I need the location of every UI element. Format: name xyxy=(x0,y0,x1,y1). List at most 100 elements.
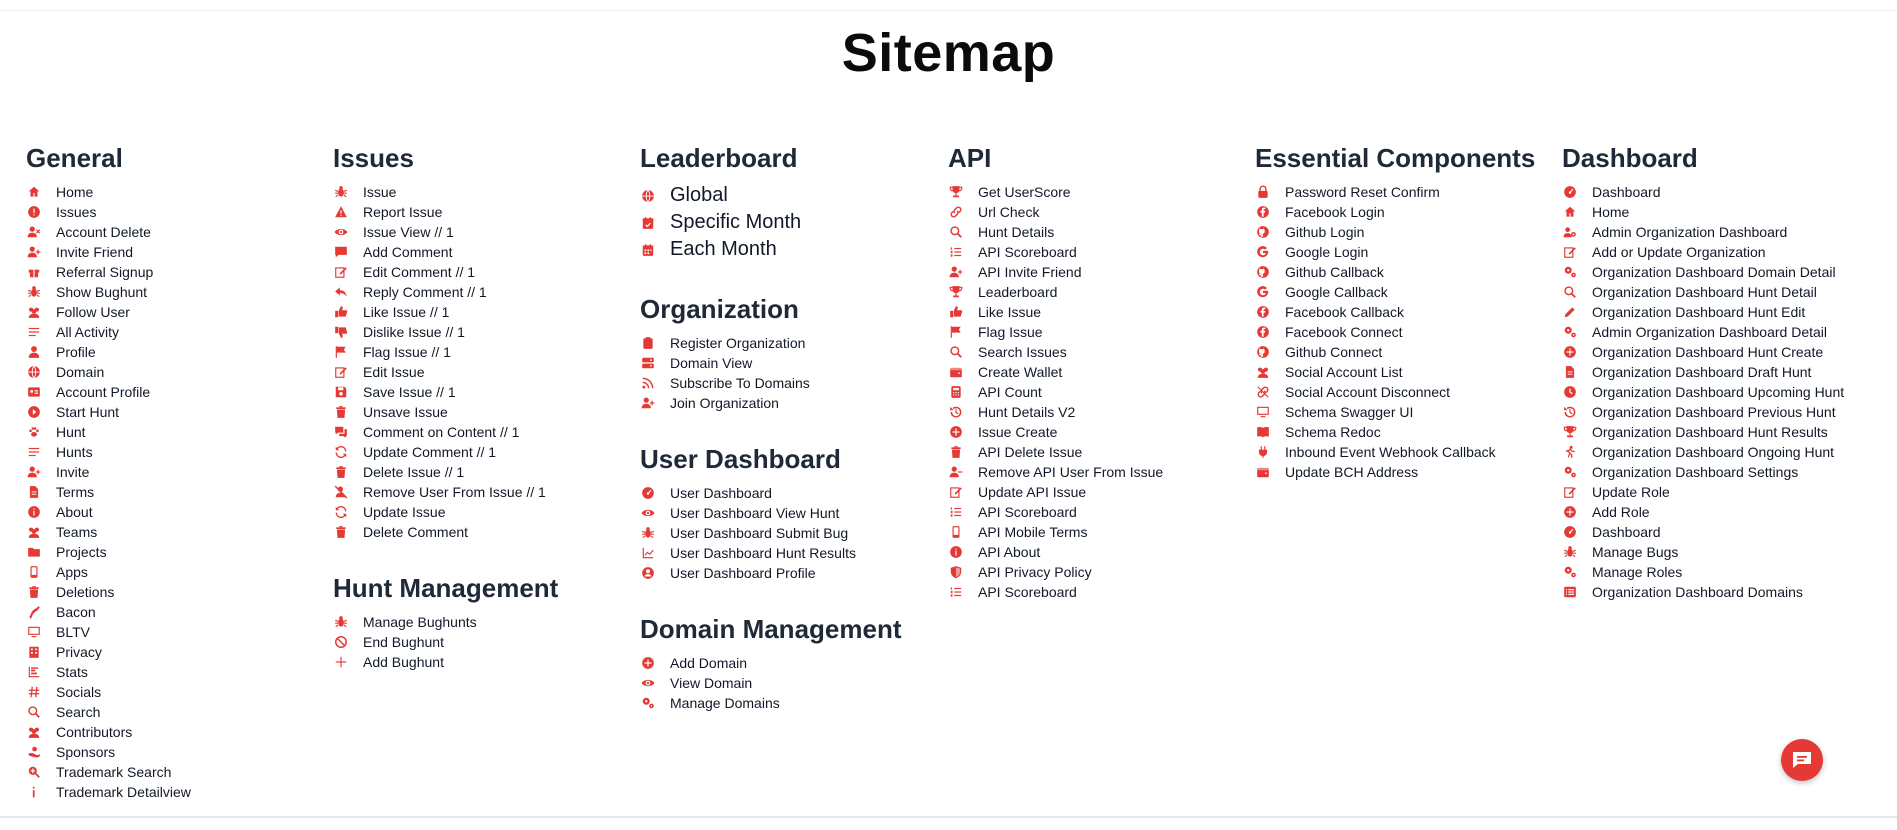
sitemap-link[interactable]: Teams xyxy=(26,522,326,542)
sitemap-link-label[interactable]: Get UserScore xyxy=(978,184,1071,200)
sitemap-link-label[interactable]: Add or Update Organization xyxy=(1592,244,1766,260)
sitemap-link-label[interactable]: Add Comment xyxy=(363,244,453,260)
sitemap-link-label[interactable]: Issue xyxy=(363,184,397,200)
sitemap-link-label[interactable]: Report Issue xyxy=(363,204,443,220)
sitemap-link-label[interactable]: Admin Organization Dashboard xyxy=(1592,224,1788,240)
sitemap-link[interactable]: Add Comment xyxy=(333,242,633,262)
sitemap-link[interactable]: Facebook Callback xyxy=(1255,302,1555,322)
sitemap-link-label[interactable]: Save Issue // 1 xyxy=(363,384,456,400)
sitemap-link-label[interactable]: Update Issue xyxy=(363,504,446,520)
sitemap-link-label[interactable]: Github Login xyxy=(1285,224,1365,240)
sitemap-link-label[interactable]: API Mobile Terms xyxy=(978,524,1088,540)
sitemap-link[interactable]: Add Role xyxy=(1562,502,1862,522)
sitemap-link-label[interactable]: User Dashboard Hunt Results xyxy=(670,545,856,561)
sitemap-link[interactable]: Flag Issue // 1 xyxy=(333,342,633,362)
sitemap-link-label[interactable]: Invite xyxy=(56,464,90,480)
sitemap-link-label[interactable]: Organization Dashboard Settings xyxy=(1592,464,1799,480)
sitemap-link[interactable]: Google Login xyxy=(1255,242,1555,262)
sitemap-link-label[interactable]: Comment on Content // 1 xyxy=(363,424,520,440)
sitemap-link[interactable]: Reply Comment // 1 xyxy=(333,282,633,302)
sitemap-link[interactable]: Profile xyxy=(26,342,326,362)
sitemap-link-label[interactable]: API Scoreboard xyxy=(978,584,1077,600)
sitemap-link[interactable]: User Dashboard xyxy=(640,483,940,503)
sitemap-link[interactable]: Manage Roles xyxy=(1562,562,1862,582)
sitemap-link[interactable]: API Count xyxy=(948,382,1248,402)
sitemap-link-label[interactable]: Manage Roles xyxy=(1592,564,1683,580)
sitemap-link[interactable]: Leaderboard xyxy=(948,282,1248,302)
sitemap-link[interactable]: Search Issues xyxy=(948,342,1248,362)
sitemap-link[interactable]: Add Domain xyxy=(640,653,940,673)
sitemap-link-label[interactable]: Sponsors xyxy=(56,744,116,760)
sitemap-link-label[interactable]: Schema Swagger UI xyxy=(1285,404,1414,420)
sitemap-link[interactable]: Sponsors xyxy=(26,742,326,762)
sitemap-link-label[interactable]: View Domain xyxy=(670,675,753,691)
sitemap-link-label[interactable]: API About xyxy=(978,544,1041,560)
sitemap-link[interactable]: Invite xyxy=(26,462,326,482)
sitemap-link-label[interactable]: Update Role xyxy=(1592,484,1670,500)
sitemap-link[interactable]: API Scoreboard xyxy=(948,502,1248,522)
sitemap-link[interactable]: Deletions xyxy=(26,582,326,602)
sitemap-link[interactable]: Organization Dashboard Domains xyxy=(1562,582,1862,602)
sitemap-link-label[interactable]: Password Reset Confirm xyxy=(1285,184,1440,200)
sitemap-link-label[interactable]: Privacy xyxy=(56,644,102,660)
sitemap-link[interactable]: Add or Update Organization xyxy=(1562,242,1862,262)
sitemap-link[interactable]: User Dashboard Hunt Results xyxy=(640,543,940,563)
sitemap-link[interactable]: User Dashboard View Hunt xyxy=(640,503,940,523)
sitemap-link-label[interactable]: Home xyxy=(1592,204,1630,220)
sitemap-link[interactable]: Manage Domains xyxy=(640,693,940,713)
sitemap-link[interactable]: Home xyxy=(26,182,326,202)
sitemap-link-label[interactable]: Trademark Search xyxy=(56,764,172,780)
sitemap-link[interactable]: Url Check xyxy=(948,202,1248,222)
sitemap-link[interactable]: Update Issue xyxy=(333,502,633,522)
sitemap-link-label[interactable]: Follow User xyxy=(56,304,130,320)
sitemap-link[interactable]: Dashboard xyxy=(1562,182,1862,202)
sitemap-link-label[interactable]: Home xyxy=(56,184,94,200)
sitemap-link[interactable]: Home xyxy=(1562,202,1862,222)
sitemap-link[interactable]: Domain View xyxy=(640,353,940,373)
sitemap-link[interactable]: Organization Dashboard Ongoing Hunt xyxy=(1562,442,1862,462)
sitemap-link-label[interactable]: Each Month xyxy=(670,238,777,260)
sitemap-link-label[interactable]: Facebook Login xyxy=(1285,204,1385,220)
sitemap-link[interactable]: Join Organization xyxy=(640,393,940,413)
sitemap-link[interactable]: Each Month xyxy=(640,236,940,263)
sitemap-link-label[interactable]: Organization Dashboard Domain Detail xyxy=(1592,264,1836,280)
sitemap-link[interactable]: Organization Dashboard Hunt Detail xyxy=(1562,282,1862,302)
sitemap-link[interactable]: Update Role xyxy=(1562,482,1862,502)
sitemap-link[interactable]: Github Login xyxy=(1255,222,1555,242)
sitemap-link[interactable]: Issue View // 1 xyxy=(333,222,633,242)
sitemap-link-label[interactable]: Reply Comment // 1 xyxy=(363,284,487,300)
sitemap-link-label[interactable]: Update BCH Address xyxy=(1285,464,1419,480)
sitemap-link[interactable]: Follow User xyxy=(26,302,326,322)
sitemap-link-label[interactable]: Subscribe To Domains xyxy=(670,375,810,391)
sitemap-link-label[interactable]: Create Wallet xyxy=(978,364,1063,380)
sitemap-link-label[interactable]: End Bughunt xyxy=(363,634,444,650)
sitemap-link[interactable]: Global xyxy=(640,182,940,209)
sitemap-link[interactable]: Subscribe To Domains xyxy=(640,373,940,393)
sitemap-link[interactable]: Admin Organization Dashboard xyxy=(1562,222,1862,242)
sitemap-link-label[interactable]: API Invite Friend xyxy=(978,264,1082,280)
sitemap-link[interactable]: Hunt xyxy=(26,422,326,442)
sitemap-link-label[interactable]: API Privacy Policy xyxy=(978,564,1092,580)
sitemap-link-label[interactable]: API Delete Issue xyxy=(978,444,1083,460)
sitemap-link-label[interactable]: Remove API User From Issue xyxy=(978,464,1164,480)
sitemap-link[interactable]: Manage Bugs xyxy=(1562,542,1862,562)
sitemap-link-label[interactable]: Social Account List xyxy=(1285,364,1403,380)
sitemap-link-label[interactable]: Specific Month xyxy=(670,211,802,233)
sitemap-link[interactable]: Update API Issue xyxy=(948,482,1248,502)
sitemap-link-label[interactable]: Issue View // 1 xyxy=(363,224,454,240)
sitemap-link-label[interactable]: Stats xyxy=(56,664,88,680)
sitemap-link[interactable]: Account Delete xyxy=(26,222,326,242)
sitemap-link-label[interactable]: Referral Signup xyxy=(56,264,154,280)
sitemap-link-label[interactable]: All Activity xyxy=(56,324,120,340)
sitemap-link[interactable]: Remove API User From Issue xyxy=(948,462,1248,482)
sitemap-link[interactable]: Save Issue // 1 xyxy=(333,382,633,402)
sitemap-link-label[interactable]: API Count xyxy=(978,384,1042,400)
sitemap-link-label[interactable]: Hunt Details xyxy=(978,224,1055,240)
sitemap-link[interactable]: Organization Dashboard Draft Hunt xyxy=(1562,362,1862,382)
sitemap-link-label[interactable]: Like Issue xyxy=(978,304,1042,320)
sitemap-link-label[interactable]: Edit Issue xyxy=(363,364,425,380)
sitemap-link-label[interactable]: Socials xyxy=(56,684,102,700)
sitemap-link[interactable]: Show Bughunt xyxy=(26,282,326,302)
sitemap-link[interactable]: Register Organization xyxy=(640,333,940,353)
sitemap-link-label[interactable]: About xyxy=(56,504,93,520)
